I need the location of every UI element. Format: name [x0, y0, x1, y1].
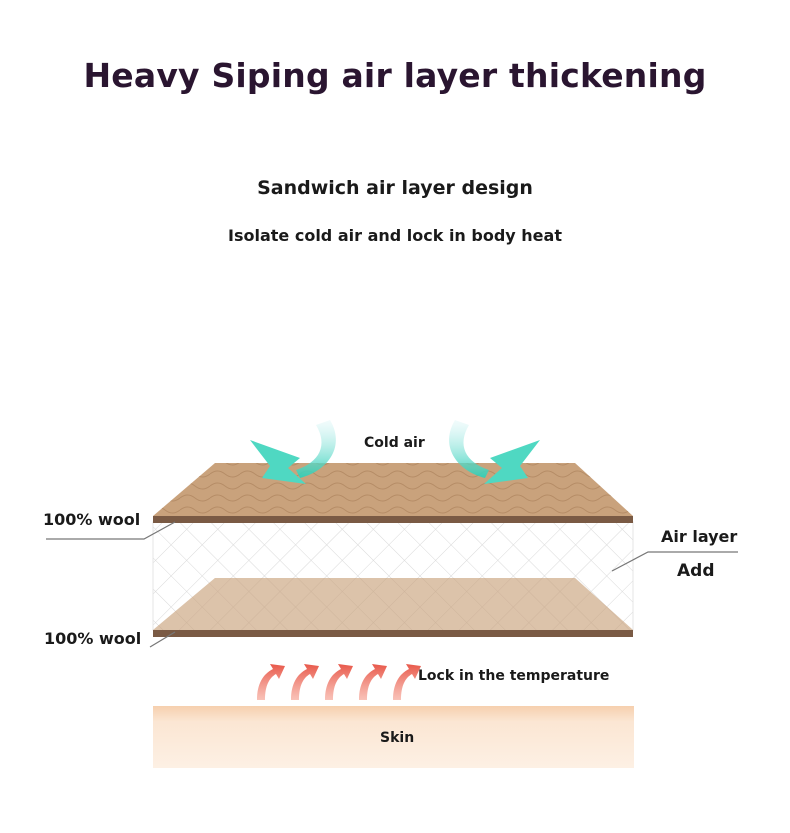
skin-label: Skin [380, 730, 415, 746]
heat-arrow-icon [291, 664, 319, 700]
lock-temperature-label: Lock in the temperature [418, 668, 610, 684]
heat-arrow-icon [257, 664, 285, 700]
air-layer-label: Air layer [661, 527, 738, 546]
wool-bottom-label: 100% wool [44, 629, 142, 648]
leader-line-air-layer [611, 551, 738, 572]
wool-layer-top [153, 463, 633, 523]
skin-layer [153, 706, 634, 768]
page-title: Heavy Siping air layer thickening [83, 56, 707, 95]
tagline: Isolate cold air and lock in body heat [228, 226, 562, 245]
wool-layer-bottom [153, 578, 633, 637]
heat-arrows [257, 664, 421, 700]
leader-line-wool-bottom [149, 631, 176, 648]
heat-arrow-icon [393, 664, 421, 700]
wool-top-label: 100% wool [43, 510, 141, 529]
cold-air-arrow-left [250, 420, 336, 484]
cold-air-label: Cold air [364, 435, 425, 451]
subtitle: Sandwich air layer design [257, 177, 533, 199]
add-label: Add [677, 561, 715, 581]
heat-arrow-icon [325, 664, 353, 700]
heat-arrow-icon [359, 664, 387, 700]
cold-air-arrow-right [449, 420, 540, 484]
leader-line-wool-top [46, 521, 176, 540]
